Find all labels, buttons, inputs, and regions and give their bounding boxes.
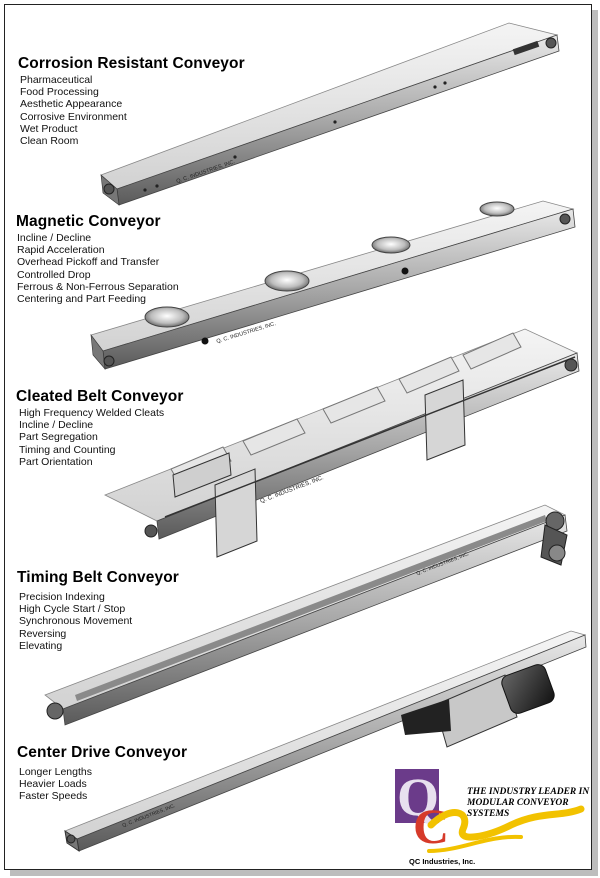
drive-housing bbox=[434, 674, 518, 748]
section-title-center-drive: Center Drive Conveyor bbox=[17, 744, 188, 761]
feature-item: Reversing bbox=[19, 627, 67, 640]
qc-industries-logo: Q C bbox=[395, 767, 585, 854]
feature-item: Synchronous Movement bbox=[19, 615, 133, 628]
magnet-disc bbox=[144, 306, 190, 328]
logo-caption: QC Industries, Inc. bbox=[409, 857, 476, 866]
logo-tagline-line1: The Industry Leader In bbox=[467, 787, 590, 797]
section-title-cleated: Cleated Belt Conveyor bbox=[16, 388, 184, 405]
logo-tagline: The Industry Leader In Modular Conveyor … bbox=[467, 787, 591, 820]
conveyor-illustrations: Q. C. INDUSTRIES, INC. Q. C. INDUSTRIES,… bbox=[44, 22, 587, 853]
feature-item: Part Orientation bbox=[19, 455, 93, 468]
feature-list-magnetic: Incline / Decline Rapid Acceleration Ove… bbox=[17, 232, 179, 305]
frame-bracket bbox=[214, 468, 258, 558]
magnet-disc bbox=[371, 236, 411, 254]
magnet-disc bbox=[264, 270, 310, 292]
feature-item: Timing and Counting bbox=[19, 443, 116, 456]
feature-item: Pharmaceutical bbox=[20, 74, 93, 86]
feature-item: Centering and Part Feeding bbox=[17, 293, 146, 306]
section-title-magnetic: Magnetic Conveyor bbox=[16, 213, 161, 230]
feature-item: High Frequency Welded Cleats bbox=[19, 407, 165, 419]
frame-bracket bbox=[424, 379, 466, 461]
section-title-timing: Timing Belt Conveyor bbox=[17, 569, 179, 586]
feature-item: Incline / Decline bbox=[19, 419, 94, 432]
feature-item: Precision Indexing bbox=[19, 591, 105, 603]
brochure-page: Q. C. INDUSTRIES, INC. Q. C. INDUSTRIES,… bbox=[4, 4, 592, 870]
feature-item: Aesthetic Appearance bbox=[20, 98, 123, 111]
feature-item: Clean Room bbox=[20, 135, 79, 148]
yellow-swoosh bbox=[427, 805, 585, 841]
feature-item: Part Segregation bbox=[19, 431, 98, 444]
cleated-conveyor-image: Q. C. INDUSTRIES, INC. bbox=[104, 328, 580, 558]
feature-item: Overhead Pickoff and Transfer bbox=[17, 256, 160, 269]
drive-motor bbox=[501, 664, 555, 714]
corrosion-conveyor-image: Q. C. INDUSTRIES, INC. bbox=[100, 22, 560, 206]
logo-tagline-line2: Modular Conveyor Systems bbox=[467, 798, 569, 819]
timing-conveyor-image: Q. C. INDUSTRIES, INC. bbox=[44, 504, 568, 726]
magnetic-conveyor-image: Q. C. INDUSTRIES, INC. bbox=[90, 200, 576, 370]
feature-item: Ferrous & Non-Ferrous Separation bbox=[17, 280, 179, 293]
feature-list-corrosion: Pharmaceutical Food Processing Aesthetic… bbox=[20, 74, 127, 147]
feature-list-timing: Precision Indexing High Cycle Start / St… bbox=[19, 591, 132, 652]
svg-text:Q: Q bbox=[397, 767, 439, 827]
section-title-corrosion: Corrosion Resistant Conveyor bbox=[18, 55, 245, 72]
magnet-disc bbox=[479, 201, 515, 217]
feature-item: Elevating bbox=[19, 639, 63, 652]
feature-item: Incline / Decline bbox=[17, 232, 92, 244]
feature-item: Food Processing bbox=[20, 86, 99, 99]
feature-list-center-drive: Longer Lengths Heavier Loads Faster Spee… bbox=[19, 766, 92, 803]
feature-item: Longer Lengths bbox=[19, 766, 92, 778]
feature-item: Rapid Acceleration bbox=[17, 244, 105, 257]
feature-list-cleated: High Frequency Welded Cleats Incline / D… bbox=[19, 407, 164, 468]
feature-item: Corrosive Environment bbox=[20, 110, 127, 123]
feature-item: Controlled Drop bbox=[17, 268, 91, 281]
feature-item: High Cycle Start / Stop bbox=[19, 603, 126, 616]
feature-item: Wet Product bbox=[20, 122, 78, 135]
q-letter-icon bbox=[395, 769, 439, 823]
feature-item: Heavier Loads bbox=[19, 778, 87, 791]
feature-item: Faster Speeds bbox=[19, 790, 88, 803]
